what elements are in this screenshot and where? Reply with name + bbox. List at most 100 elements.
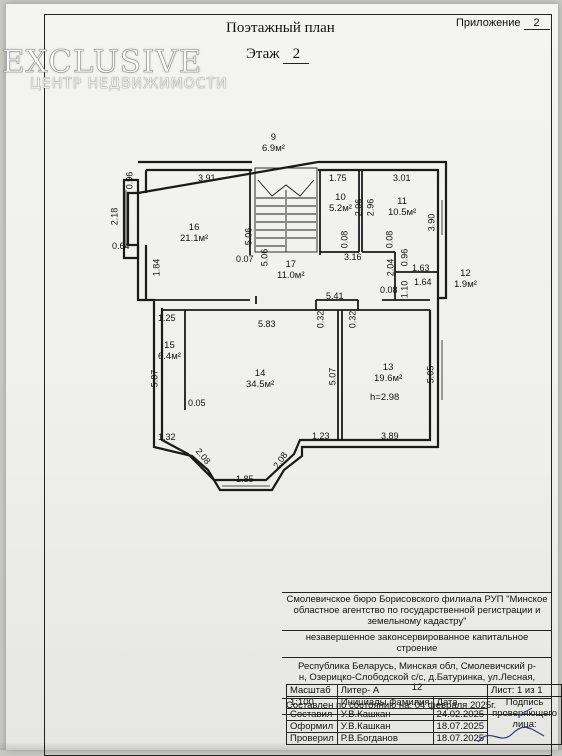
dim-label: 1.85: [236, 474, 254, 484]
dim-label: 1.63: [412, 263, 430, 273]
dim-label: 1.64: [414, 277, 432, 287]
dim-label: 0.08: [339, 230, 350, 249]
room-16-label: 16 21.1м²: [180, 222, 208, 245]
dim-label: 3.01: [393, 173, 411, 183]
dim-label: 0.07: [236, 254, 254, 264]
dim-label: 0.08: [380, 285, 398, 295]
room-17-label: 17 11.0м²: [277, 259, 304, 282]
dim-label: 2.18: [109, 207, 120, 226]
interior-walls: [154, 170, 438, 440]
dim-label: 5.06: [243, 227, 254, 246]
litera: Литер- А: [336, 684, 489, 697]
room-14-number: 14: [254, 368, 266, 379]
room-10-label: 10 5.2м²: [329, 192, 352, 215]
room-12-label: 12 1.9м²: [454, 268, 477, 291]
sheet-count: Лист: 1 из 1: [487, 684, 562, 697]
table-row: Составил У.В.Кашкан 24.02.2025: [286, 708, 562, 721]
dim-label: 3.91: [198, 173, 216, 183]
row-date: 18.07.2025: [432, 732, 489, 745]
scale-value: 1:100: [286, 696, 338, 709]
room-10-number: 10: [335, 192, 346, 203]
room-13-number: 13: [382, 362, 394, 373]
room-14-area: 34.5м²: [246, 379, 275, 391]
scale-label: Масштаб: [286, 684, 338, 697]
room-9-label: 9 6.9м²: [262, 132, 285, 155]
room-10-area: 5.2м²: [329, 203, 352, 215]
signature-table: Масштаб Литер- А Лист: 1 из 1 1:100 Иниц…: [286, 684, 562, 745]
document-sheet: [6, 4, 558, 750]
dim-label: 0.32: [315, 310, 326, 329]
dim-label: 0.08: [384, 230, 395, 249]
dim-label: 5.41: [326, 291, 344, 301]
room-16-number: 16: [188, 222, 200, 233]
dim-label: 1.10: [399, 280, 410, 299]
room-17-area: 11.0м²: [277, 270, 305, 282]
watermark-logo: EXCLUSIVE ЦЕНТР НЕДВИЖИМОСТИ: [2, 44, 228, 92]
outer-walls: [122, 160, 448, 492]
dim-label: 1.84: [151, 258, 162, 277]
dim-label: 1.32: [158, 432, 176, 442]
room-9-area: 6.9м²: [262, 143, 285, 155]
windows: [125, 190, 443, 487]
room-14-label: 14 34.5м²: [246, 368, 274, 391]
room-12-area: 1.9м²: [454, 279, 477, 291]
row-name: У.В.Кашкан: [336, 708, 434, 721]
floor-text: Этаж: [246, 46, 280, 62]
dim-label: 1.23: [312, 431, 330, 441]
room-11-label: 11 10.5м²: [388, 196, 416, 219]
room-11-number: 11: [397, 196, 408, 207]
dim-label: 1.75: [329, 173, 347, 183]
watermark-sub: ЦЕНТР НЕДВИЖИМОСТИ: [30, 76, 228, 92]
dim-label: 5.06: [259, 248, 270, 267]
dim-label: 0.05: [188, 398, 206, 408]
appendix-label: Приложение 2: [456, 17, 550, 30]
floor-label: Этаж 2: [246, 46, 310, 64]
dim-label: 5.07: [149, 369, 160, 388]
room-17-number: 17: [285, 259, 297, 270]
dim-label: 2.04: [385, 258, 396, 277]
staircase: [254, 167, 318, 253]
col-initials: Инициалы,Фамилия: [336, 696, 434, 709]
room-11-area: 10.5м²: [388, 207, 417, 219]
watermark-main: EXCLUSIVE: [2, 44, 203, 81]
table-row: Проверил Р.В.Богданов 18.07.2025: [286, 732, 562, 745]
dim-label: 5.05: [425, 365, 436, 384]
organization-name: Смолевичское бюро Борисовского филиала Р…: [282, 592, 552, 631]
page-shadow: [0, 742, 562, 750]
floor-number: 2: [283, 46, 310, 64]
appendix-text: Приложение: [456, 17, 521, 29]
row-role: Составил: [286, 708, 338, 721]
dim-label: 5.83: [258, 319, 276, 329]
dim-label: 0.64: [112, 241, 130, 251]
dim-label: 0.96: [399, 248, 410, 267]
ceiling-height: h=2.98: [370, 392, 400, 403]
room-12-number: 12: [460, 268, 471, 279]
row-name: Р.В.Богданов: [336, 732, 434, 745]
dim-label: 2.96: [365, 198, 376, 217]
row-name: У.В.Кашкан: [336, 720, 434, 733]
room-15-number: 15: [164, 340, 175, 351]
handwritten-signature: [477, 707, 545, 743]
signature-cell: Подпись проверяющего лица:: [487, 696, 562, 745]
table-row: Оформил У.В.Кашкан 18.07.2025: [286, 720, 562, 733]
dim-label: 2.96: [353, 198, 364, 217]
dim-label: 3.89: [381, 431, 399, 441]
room-16-area: 21.1м²: [180, 233, 209, 245]
room-15-label: 15 6.4м²: [158, 340, 181, 363]
dim-label: 1.25: [158, 313, 176, 323]
dim-label: 3.16: [344, 252, 362, 262]
room-15-area: 6.4м²: [158, 351, 181, 363]
sign-label: Подпись проверяющего лица:: [492, 697, 557, 730]
dim-label: 3.90: [426, 213, 437, 232]
plan-title: Поэтажный план: [226, 20, 335, 36]
dim-label: 5.07: [327, 367, 338, 386]
dim-label: 0.96: [124, 171, 135, 190]
appendix-number: 2: [523, 17, 550, 30]
room-13-label: 13 19.6м²: [374, 362, 402, 385]
dim-label: 0.32: [347, 310, 358, 329]
room-9-number: 9: [270, 132, 277, 143]
row-role: Оформил: [286, 720, 338, 733]
object-type: незавершенное законсервированное капитал…: [282, 631, 552, 658]
room-13-area: 19.6м²: [374, 373, 403, 385]
